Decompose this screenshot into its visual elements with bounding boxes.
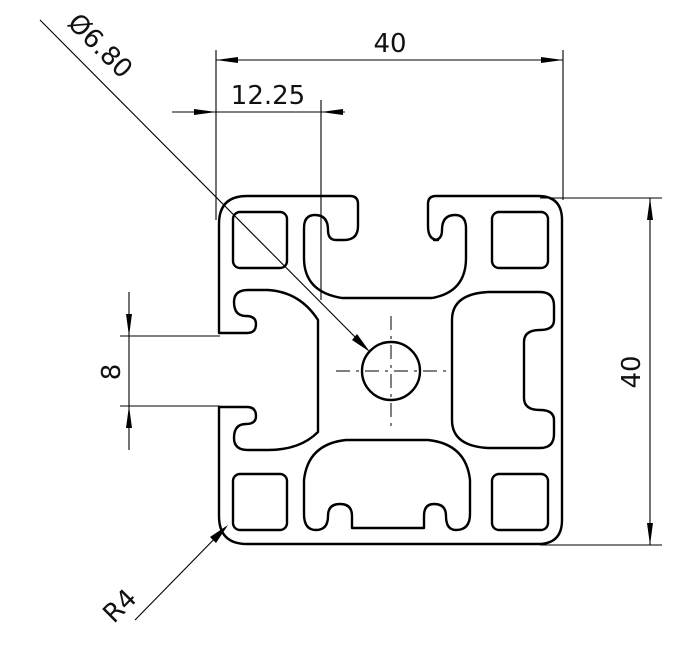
arrow-height-top <box>647 198 653 220</box>
arrow-radius <box>210 525 228 543</box>
corner-cavity-top-right <box>490 210 550 270</box>
leader-line-radius <box>134 526 227 621</box>
dimension-height-label: 40 <box>617 355 647 388</box>
arrow-slot-offset-right <box>321 109 343 115</box>
arrow-width-left <box>216 57 238 63</box>
corner-cavity-top-left <box>231 210 289 270</box>
arrow-slot-offset-left <box>194 109 216 115</box>
leader-line-diameter <box>39 19 369 351</box>
arrow-diameter <box>352 334 370 352</box>
profile-outer-contour <box>217 194 564 546</box>
corner-cavity-bottom-left <box>231 472 289 532</box>
profile-bottom-slot-contour <box>302 438 472 532</box>
dimension-slot-offset-label: 12.25 <box>231 81 305 111</box>
arrow-width-right <box>541 57 563 63</box>
arrow-slot-width-top <box>126 314 132 336</box>
profile-right-slot-contour <box>450 290 556 450</box>
center-bore <box>360 340 422 402</box>
corner-cavity-bottom-right <box>490 472 550 532</box>
dimension-radius-label: R4 <box>98 584 144 630</box>
dimension-slot-width-label: 8 <box>97 364 127 381</box>
arrow-slot-width-bottom <box>126 406 132 428</box>
arrow-height-bottom <box>647 523 653 545</box>
dimension-diameter-label: Ø6.80 <box>61 8 138 85</box>
dimension-width-label: 40 <box>373 29 406 59</box>
